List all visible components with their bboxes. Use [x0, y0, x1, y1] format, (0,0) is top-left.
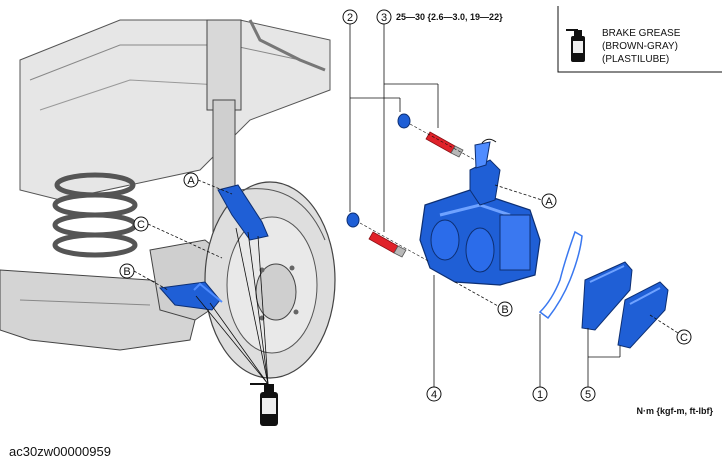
- callout-5: 5: [580, 328, 621, 402]
- svg-text:5: 5: [585, 389, 591, 401]
- shock-absorber: [206, 19, 242, 111]
- svg-text:A: A: [187, 175, 195, 187]
- svg-text:C: C: [137, 219, 145, 231]
- torque-spec: 25—30 {2.6—3.0, 19—22}: [396, 12, 503, 22]
- callout-2: 2: [342, 9, 401, 212]
- callout-1: 1: [532, 314, 548, 402]
- brake-pad-outer: [617, 281, 669, 349]
- callout-left-B: B: [119, 263, 169, 291]
- guide-pin-bolt-lower: [368, 231, 407, 258]
- figure-id: ac30zw00000959: [9, 444, 111, 459]
- svg-text:B: B: [123, 266, 130, 278]
- callout-right-C: C: [649, 314, 692, 345]
- callout-3: 3: [376, 9, 439, 232]
- legend-grease-tube-icon: [566, 29, 585, 62]
- brake-caliper: [419, 138, 541, 286]
- units-label: N·m {kgf-m, ft-lbf}: [637, 406, 714, 416]
- grease-tube-icon: [250, 383, 278, 426]
- grease-leader-lines: [195, 227, 269, 385]
- bushing-lower: [346, 212, 360, 228]
- svg-text:1: 1: [537, 389, 543, 401]
- grease-legend: BRAKE GREASE (BROWN-GRAY) (PLASTILUBE): [557, 6, 722, 73]
- legend-line-1: BRAKE GREASE: [602, 28, 681, 39]
- svg-text:B: B: [501, 304, 508, 316]
- bushing-upper: [397, 113, 411, 129]
- callout-left-A: A: [183, 172, 233, 195]
- brake-tube: [248, 19, 326, 72]
- callout-left-C: C: [133, 216, 223, 259]
- coil-spring: [52, 172, 138, 258]
- pad-retainer-clip: [538, 230, 583, 320]
- installed-caliper-bracket-upper: [217, 184, 269, 241]
- legend-line-3: (PLASTILUBE): [602, 54, 669, 65]
- suspension-assembly: [0, 19, 336, 379]
- callout-4: 4: [426, 275, 442, 402]
- brake-pad-inner: [581, 261, 633, 331]
- callout-right-B: B: [454, 281, 513, 317]
- svg-text:4: 4: [431, 389, 437, 401]
- svg-text:2: 2: [347, 12, 353, 24]
- callout-right-A: A: [494, 184, 557, 209]
- svg-text:A: A: [545, 196, 553, 208]
- guide-pin-bolt-upper: [425, 131, 464, 158]
- svg-text:3: 3: [381, 12, 387, 24]
- legend-line-2: (BROWN-GRAY): [602, 41, 678, 52]
- body-panel: [19, 19, 331, 201]
- svg-text:C: C: [680, 332, 688, 344]
